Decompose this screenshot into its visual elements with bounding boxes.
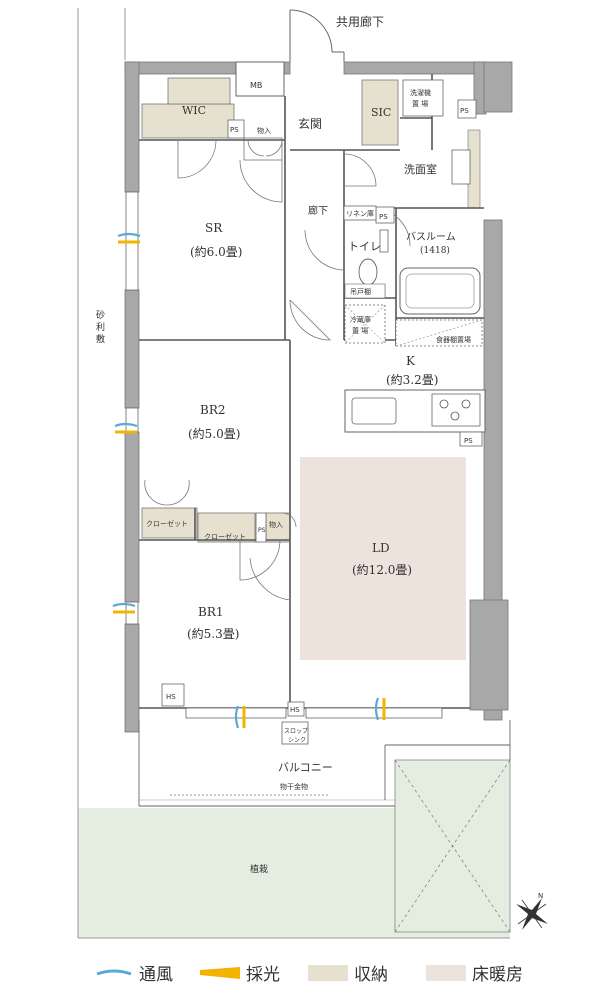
closet-br1 [197, 512, 256, 543]
closet-label-br1: クローゼット [204, 532, 246, 541]
legend-storage-label: 収納 [354, 965, 388, 985]
storage-swatch [308, 964, 348, 981]
balcony-label: バルコニー [278, 761, 333, 774]
slop-sink-label-2: シンク [288, 737, 306, 744]
legend-ventilation: 通風 [95, 960, 173, 985]
laundry-hardware-label: 物干金物 [280, 782, 308, 791]
hs-label-ld: HS [290, 706, 300, 714]
storage-label-br: 物入 [269, 520, 283, 529]
daylight-swatch [200, 966, 240, 979]
br1-name: BR1 [198, 605, 224, 619]
hanging-shelf-label: 吊戸棚 [350, 287, 371, 296]
floor-plan: 共用廊下 MB WIC PS 物入 玄関 SIC 洗濯機 置 場 PS 洗面室 … [77, 8, 548, 939]
legend: 通風 採光 収納 床暖房 [0, 952, 600, 992]
ventilation-swatch [96, 969, 132, 975]
legend-storage: 収納 [308, 960, 388, 985]
gravel-label-3: 敷 [96, 333, 105, 345]
wic-label: WIC [182, 104, 206, 117]
ps-label-wic: PS [230, 126, 239, 134]
slop-sink [281, 721, 309, 745]
k-size: (約3.2畳) [386, 372, 438, 387]
sic-label: SIC [371, 106, 391, 119]
washer-space [402, 79, 444, 117]
doors [144, 139, 411, 601]
legend-ventilation-label: 通風 [139, 965, 173, 985]
hs-label-br1: HS [166, 693, 176, 701]
br2-name: BR2 [200, 403, 226, 417]
ps-label-k: PS [464, 437, 473, 445]
legend-floor-heating-label: 床暖房 [472, 965, 523, 985]
ld-name: LD [372, 541, 390, 555]
legend-daylight-label: 採光 [246, 965, 280, 985]
bath-size: (1418) [420, 245, 450, 256]
washbasin [451, 149, 471, 185]
garden-diagonal [394, 759, 511, 933]
stove [431, 393, 481, 427]
legend-daylight: 採光 [200, 960, 280, 985]
gravel-label-2: 利 [96, 321, 105, 333]
dish-shelf-label: 食器棚置場 [436, 335, 471, 344]
washroom-label: 洗面室 [404, 162, 437, 176]
floor-heating-area [300, 457, 466, 660]
compass-n-label: N [538, 892, 543, 900]
gravel-label-1: 砂 [96, 309, 105, 321]
br1-size: (約5.3畳) [187, 626, 239, 641]
balcony [138, 720, 511, 807]
sr-name: SR [205, 221, 223, 235]
closet-br2 [141, 507, 198, 539]
ps-label-br: PS [258, 527, 266, 534]
ps-label-wash: PS [460, 107, 469, 115]
k-name: K [406, 354, 416, 368]
ps-label-linen: PS [379, 213, 388, 221]
entrance-label: 玄関 [298, 116, 322, 131]
fridge-label-2: 置 場 [352, 326, 368, 335]
br2-size: (約5.0畳) [188, 426, 240, 441]
closet-label-br2: クローゼット [146, 519, 188, 528]
ld-size: (約12.0畳) [352, 562, 412, 577]
linen-label: リネン庫 [346, 209, 374, 218]
sr-size: (約6.0畳) [190, 244, 242, 259]
planting-label: 植栽 [250, 863, 268, 875]
fridge-label-1: 冷蔵庫 [350, 315, 371, 324]
sic-storage [361, 79, 399, 146]
hallway-label: 廊下 [308, 204, 328, 217]
washer-label-2: 置 場 [412, 99, 428, 108]
floor-heating-swatch [426, 964, 466, 981]
mb-label: MB [250, 81, 262, 90]
bath-name: バスルーム [406, 231, 456, 243]
washer-label-1: 洗濯機 [410, 88, 431, 97]
wic-storage [141, 103, 235, 139]
storage-label-top: 物入 [257, 126, 271, 135]
corridor-label: 共用廊下 [336, 14, 384, 29]
exterior-walls [124, 61, 513, 733]
toilet-bowl [358, 258, 378, 286]
slop-sink-label-1: スロップ [284, 728, 308, 735]
toilet-label: トイレ [348, 240, 381, 253]
kitchen-sink [351, 397, 397, 425]
legend-floor-heating: 床暖房 [426, 960, 523, 985]
compass-icon: N [516, 892, 548, 930]
ventilation-arrows [112, 232, 386, 729]
